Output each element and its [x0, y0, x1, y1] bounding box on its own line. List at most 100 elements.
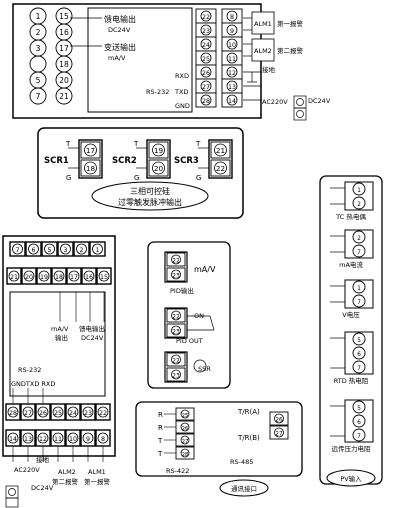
bottom-row-a-terminal: 28	[5, 403, 21, 421]
bottom-row-b-terminal: 13	[20, 429, 36, 447]
pv-label: TC 热电偶	[335, 212, 366, 221]
top-left-terminal: 2	[29, 23, 47, 41]
terminal-number: 17	[59, 44, 69, 53]
terminal-number: 22	[202, 14, 210, 21]
pid-terminal: 22	[166, 252, 186, 267]
feed-label: 馈电输出	[79, 324, 105, 333]
scr-terminal-top: 17	[80, 141, 101, 159]
terminal-number: 25	[202, 56, 210, 63]
top-mid-terminal: 20	[55, 71, 73, 89]
pid-terminal: 23	[166, 267, 186, 282]
terminal-number: 8	[101, 436, 105, 443]
bottom-row-a-terminal: 23	[80, 403, 96, 421]
pv-terminal: 1	[352, 280, 366, 294]
txd-label: TXD	[174, 88, 188, 96]
terminal-number: 7	[15, 247, 19, 254]
terminal-number: 5	[357, 338, 361, 344]
top-right-in-terminal: 28	[195, 92, 217, 108]
terminal-number: 23	[84, 410, 92, 417]
alm1-cn-bottom-label: 第一报警	[84, 477, 111, 486]
bottom-second-terminal: 16	[81, 267, 97, 285]
terminal-number: 25	[182, 413, 189, 419]
scr-terminal-top: 19	[148, 141, 169, 159]
gnd-label: GND	[175, 102, 190, 110]
bottom-row-b-terminal: 11	[50, 429, 66, 447]
scr-t-mark: T	[133, 140, 139, 148]
terminal-number: 7	[36, 92, 41, 101]
pv-terminal: 5	[352, 400, 366, 414]
bottom-row-b-terminal: 8	[95, 429, 111, 447]
top-right-in-terminal: 25	[195, 50, 217, 66]
top-left-terminal: 1	[29, 7, 47, 25]
pv-terminal: 7	[352, 294, 366, 308]
scr-terminal-bottom: 18	[80, 159, 101, 177]
top-right-out-terminal: 13	[221, 78, 243, 94]
top-left-terminal: 5	[29, 71, 47, 89]
terminal-number: 6	[31, 247, 35, 254]
scr-t-mark: T	[195, 140, 201, 148]
bottom-second-terminal: 20	[21, 267, 37, 285]
top-right-out-terminal: 9	[221, 22, 243, 38]
terminal-number: 3	[63, 247, 67, 254]
terminal-number: 15	[59, 12, 69, 21]
alm2-label: ALM2	[254, 47, 272, 55]
scr-terminal-bottom: 22	[210, 159, 231, 177]
terminal-number: 2	[357, 202, 361, 208]
terminal-number: 23	[202, 28, 210, 35]
terminal-number: 17	[70, 274, 78, 281]
pid-frame	[147, 241, 231, 389]
bottom-row-b-terminal: 12	[35, 429, 51, 447]
terminal-number: 23	[172, 374, 180, 380]
comm-left-terminal: 27	[175, 433, 195, 447]
terminal-number: 28	[182, 452, 189, 458]
terminal-number: 27	[182, 439, 189, 445]
top-right-in-terminal: 22	[195, 8, 217, 24]
terminal-number: 17	[86, 146, 95, 155]
pid-ssr-stack: 22 23	[164, 351, 188, 383]
bottom-row-b-terminal: 9	[80, 429, 96, 447]
bottom-top-terminal: 5	[41, 241, 58, 257]
ground-label: 接地	[262, 65, 276, 74]
pv-terminal: 7	[352, 360, 366, 374]
alm1-label: ALM1	[254, 20, 272, 28]
terminal-number: 26	[275, 418, 283, 424]
feed-output-voltage: DC24V	[108, 26, 131, 34]
pid-terminal: 23	[166, 367, 186, 382]
bottom-second-terminal: 19	[36, 267, 52, 285]
terminal-number: 23	[172, 274, 180, 280]
scr-t-mark: T	[65, 140, 71, 148]
ground-bottom-label: 接地	[36, 455, 50, 464]
terminal-number: 14	[9, 436, 17, 443]
terminal-number: 7	[357, 250, 361, 256]
top-block-body	[87, 7, 193, 113]
pid-ma-label: mA/V	[194, 265, 216, 274]
ac220-label: AC220V	[262, 98, 288, 106]
pv-label: V电压	[342, 310, 360, 319]
pid-terminal: 22	[166, 308, 186, 323]
terminal-number: 9	[230, 28, 234, 35]
scr-label: SCR2	[112, 156, 137, 166]
comm-left-terminal: 28	[175, 446, 195, 460]
transmit-output-label: 变送输出	[104, 42, 136, 52]
terminal-number: 10	[228, 42, 236, 49]
terminal-number: 8	[230, 14, 234, 21]
pv-terminal: 7	[352, 428, 366, 442]
comm-left-mark: R	[158, 424, 163, 432]
terminal-number: 27	[202, 84, 210, 91]
bottom-block-body	[9, 291, 106, 397]
bottom-top-terminal: 7	[9, 241, 26, 257]
pid-on-label: ON	[194, 312, 204, 320]
comm-right-label: T/R(A)	[237, 408, 260, 416]
terminal-number: 18	[86, 164, 96, 173]
terminal-number: 22	[172, 359, 180, 365]
